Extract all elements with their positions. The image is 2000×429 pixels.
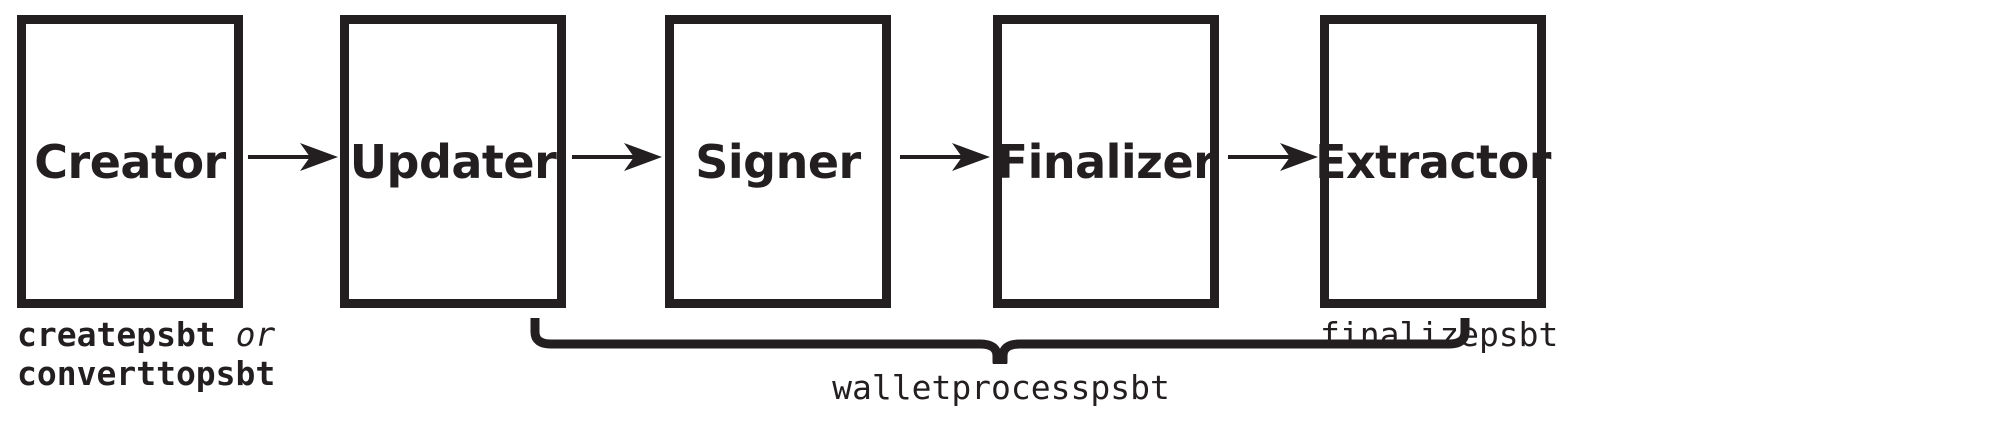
command-converttopsbt: converttopsbt: [17, 353, 276, 393]
caption-creator-line2: converttopsbt: [17, 353, 276, 394]
command-finalizepsbt: finalizepsbt: [1320, 315, 1559, 354]
stage-label-finalizer: Finalizer: [996, 134, 1216, 189]
command-walletprocesspsbt: walletprocesspsbt: [832, 368, 1170, 407]
stage-box-signer: Signer: [665, 15, 891, 308]
caption-extractor-command: finalizepsbt: [1320, 315, 1558, 355]
arrow-creator-to-updater: [248, 134, 338, 180]
stage-box-creator: Creator: [17, 15, 243, 308]
stage-label-signer: Signer: [695, 134, 861, 189]
caption-brace-command: walletprocesspsbt: [0, 368, 2000, 408]
stage-box-extractor: Extractor: [1315, 15, 1551, 308]
stage-label-creator: Creator: [34, 134, 226, 189]
conjunction-or: or: [235, 315, 276, 354]
arrow-signer-to-finalizer: [900, 134, 990, 180]
caption-creator-commands: createpsbt or converttopsbt: [17, 315, 276, 394]
arrow-finalizer-to-extractor: [1228, 134, 1318, 180]
command-createpsbt: createpsbt: [17, 315, 216, 354]
arrow-updater-to-signer: [572, 134, 662, 180]
stage-label-extractor: Extractor: [1315, 134, 1551, 189]
caption-creator-line1: createpsbt or: [17, 315, 276, 355]
grouping-brace: [525, 316, 1475, 364]
stage-label-updater: Updater: [349, 134, 557, 189]
stage-box-finalizer: Finalizer: [993, 15, 1219, 308]
stage-box-updater: Updater: [340, 15, 566, 308]
